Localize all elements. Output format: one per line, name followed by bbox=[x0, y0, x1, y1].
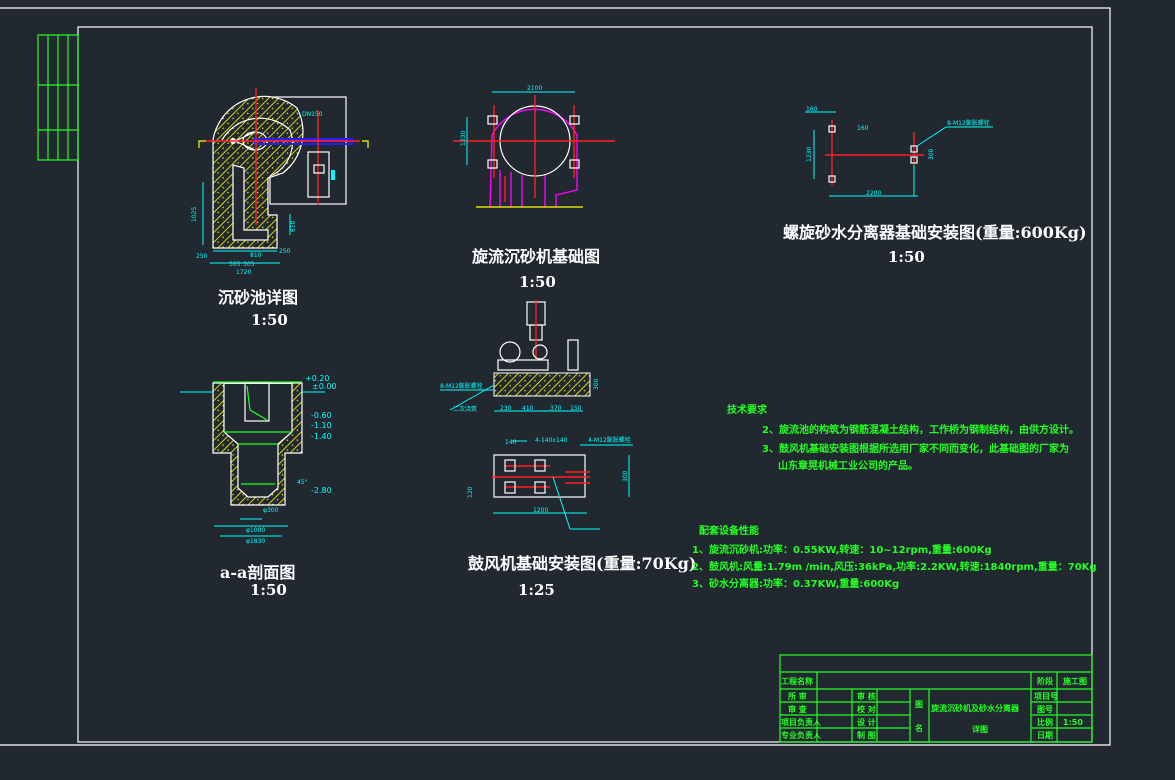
grit-tank-scale: 1:50 bbox=[251, 311, 288, 329]
section-aa-title: a-a剖面图 bbox=[220, 563, 295, 582]
level-label: -2.80 bbox=[311, 486, 332, 495]
drawing-name: 详图 bbox=[972, 724, 988, 734]
equipment-title: 配套设备性能 bbox=[699, 524, 759, 537]
tb-row-label: 校 对 bbox=[857, 704, 876, 714]
section-aa: +0.20 ±0.00 -0.60 -1.10 -1.40 -2.80 φ300… bbox=[180, 374, 337, 599]
tech-requirement-item: 2、旋流池的构筑为钢筋混凝土结构，工作桥为钢制结构，由供方设计。 bbox=[762, 423, 1079, 436]
dim-label: 1720 bbox=[236, 269, 251, 276]
blower-foundation: 230 410 370 150 300 8-M12膨胀螺栓 二次浇筑 140 4… bbox=[440, 300, 696, 599]
blower-foundation-scale: 1:25 bbox=[518, 581, 555, 599]
dim-label: 160 bbox=[857, 125, 869, 132]
dim-label: 1230 bbox=[460, 131, 467, 146]
dim-label: φ1000 bbox=[246, 527, 265, 534]
tb-row-label: 审 查 bbox=[788, 704, 808, 714]
separator-foundation-title: 螺旋砂水分离器基础安装图(重量:600Kg) bbox=[783, 223, 1087, 242]
dim-label: 230 bbox=[500, 405, 512, 412]
dim-label: 305 bbox=[229, 261, 241, 268]
dim-label: φ1830 bbox=[246, 538, 265, 545]
blower-foundation-title: 鼓风机基础安装图(重量:70Kg) bbox=[468, 554, 696, 573]
equipment-item: 3、砂水分离器:功率：0.37KW,重量:600Kg bbox=[692, 577, 899, 590]
date-label: 日期 bbox=[1037, 730, 1053, 740]
dim-label: 150 bbox=[570, 405, 582, 412]
dim-label: 1230 bbox=[806, 147, 813, 162]
scale-value: 1:50 bbox=[1063, 718, 1083, 727]
dim-label: 120 bbox=[467, 486, 474, 498]
tb-row-label: 专业负责人 bbox=[781, 730, 822, 740]
angle-label: 45° bbox=[297, 479, 308, 486]
tb-row-label: 设 计 bbox=[857, 717, 876, 727]
tech-requirement-item: 山东章晃机械工业公司的产品。 bbox=[778, 459, 918, 472]
dim-label: 300 bbox=[928, 148, 935, 160]
grout-label: 二次浇筑 bbox=[453, 405, 477, 413]
stage-value: 施工图 bbox=[1063, 676, 1087, 686]
margin-strip bbox=[37, 34, 79, 161]
dim-label: 300 bbox=[622, 470, 629, 482]
dim-label: 300 bbox=[593, 378, 600, 390]
cyclone-foundation-plan: 2100 1230 旋流沉砂机基础图 1:50 bbox=[453, 85, 615, 291]
dim-label: 610 bbox=[290, 220, 297, 232]
tb-row-label: 制 图 bbox=[857, 730, 876, 740]
equipment-item: 1、旋流沉砂机:功率：0.55KW,转速：10~12rpm,重量:600Kg bbox=[692, 543, 992, 556]
dim-label: 305 bbox=[243, 261, 255, 268]
tech-requirements-title: 技术要求 bbox=[727, 403, 768, 416]
cyclone-foundation-title: 旋流沉砂机基础图 bbox=[471, 247, 600, 266]
bolt-label: 4-M12膨胀螺栓 bbox=[588, 436, 631, 444]
dim-label: φ300 bbox=[263, 507, 279, 514]
grit-tank-title: 沉砂池详图 bbox=[218, 288, 298, 307]
section-aa-scale: 1:50 bbox=[250, 581, 287, 599]
project-name-label: 工程名称 bbox=[781, 676, 813, 686]
level-label: +0.20 bbox=[305, 374, 330, 383]
separator-foundation-plan: 160 160 1230 2200 300 8-M12膨胀螺栓 螺旋砂水分离器基… bbox=[783, 106, 1087, 266]
scale-label: 比例 bbox=[1037, 717, 1053, 727]
tb-row-label: 审 核 bbox=[857, 691, 876, 701]
tech-requirement-item: 3、鼓风机基础安装图根据所选用厂家不同而变化，此基础图的厂家为 bbox=[762, 442, 1069, 455]
drawing-name-label: 图 bbox=[915, 700, 923, 709]
dim-label: 140 bbox=[505, 439, 517, 446]
bolt-label: 8-M12膨胀螺栓 bbox=[947, 119, 990, 127]
bolt-label: 8-M12膨胀螺栓 bbox=[440, 382, 483, 390]
dim-label: DN150 bbox=[302, 111, 323, 118]
project-number-label: 项目号 bbox=[1034, 692, 1058, 701]
drawing-name: 旋流沉砂机及砂水分离器 bbox=[930, 703, 1020, 713]
stage-label: 阶段 bbox=[1037, 676, 1053, 686]
dim-label: 370 bbox=[550, 405, 562, 412]
dim-label: 250 bbox=[196, 253, 208, 260]
tb-row-label: 项目负责人 bbox=[781, 717, 822, 727]
tb-row-label: 所 审 bbox=[787, 691, 807, 701]
level-label: ±0.00 bbox=[312, 382, 337, 391]
dim-label: 250 bbox=[279, 248, 291, 255]
inner-frame bbox=[77, 26, 1093, 743]
drawing-name-label: 名 bbox=[915, 723, 923, 733]
level-label: -1.40 bbox=[311, 432, 332, 441]
dim-label: 810 bbox=[250, 252, 262, 259]
separator-foundation-scale: 1:50 bbox=[888, 248, 925, 266]
dim-label: 2200 bbox=[866, 190, 881, 197]
dim-label: 410 bbox=[522, 405, 534, 412]
dim-label: 1025 bbox=[191, 207, 198, 222]
cyclone-foundation-scale: 1:50 bbox=[519, 273, 556, 291]
dim-label: 2100 bbox=[527, 85, 542, 92]
dim-label: 160 bbox=[806, 106, 818, 113]
hole-label: 4-140x140 bbox=[535, 437, 568, 444]
level-label: -1.10 bbox=[311, 421, 332, 430]
equipment-item: 2、鼓风机:风量:1.79m /min,风压:36kPa,功率:2.2KW,转速… bbox=[692, 560, 1097, 573]
dim-label: 1200 bbox=[533, 507, 548, 514]
drawing-number-label: 图号 bbox=[1037, 705, 1053, 714]
notes: 技术要求 2、旋流池的构筑为钢筋混凝土结构，工作桥为钢制结构，由供方设计。 3、… bbox=[692, 403, 1097, 590]
outer-border bbox=[0, 7, 1111, 746]
level-label: -0.60 bbox=[311, 411, 332, 420]
title-block: 工程名称 阶段 施工图 所 审 审 核 审 查 校 对 项目负责人 设 计 专业… bbox=[779, 654, 1093, 743]
grit-tank-plan: DN150 250 810 250 305 305 1720 1025 610 … bbox=[191, 88, 369, 329]
